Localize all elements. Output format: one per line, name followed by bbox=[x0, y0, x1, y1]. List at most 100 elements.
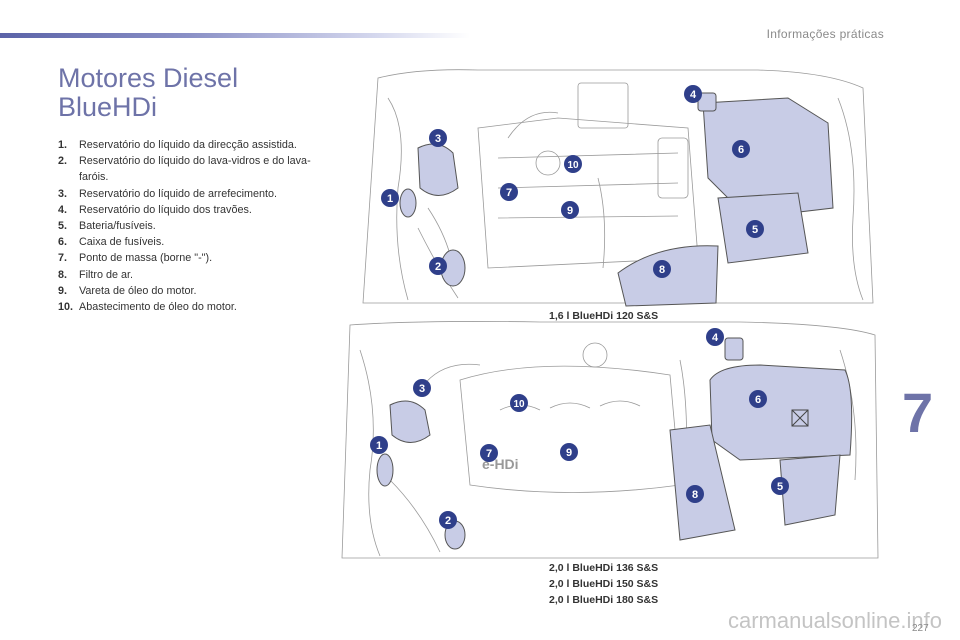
brake-reservoir-part bbox=[697, 92, 717, 112]
legend-number: 4. bbox=[58, 203, 68, 216]
badge-10: 10 bbox=[510, 394, 528, 412]
svg-text:2: 2 bbox=[435, 261, 441, 273]
svg-text:4: 4 bbox=[712, 332, 719, 344]
legend-number: 3. bbox=[58, 187, 68, 200]
legend-text: Reservatório do líquido do lava-vidros e… bbox=[79, 155, 311, 184]
legend-item: 9. Vareta de óleo do motor. bbox=[58, 283, 328, 299]
svg-text:8: 8 bbox=[692, 489, 698, 501]
legend-item: 3. Reservatório do líquido de arrefecimen… bbox=[58, 186, 328, 202]
highlighted-parts bbox=[376, 337, 853, 550]
svg-text:10: 10 bbox=[513, 399, 525, 410]
legend-text: Reservatório do líquido de arrefecimento… bbox=[79, 187, 278, 200]
badge-1: 1 bbox=[370, 436, 388, 454]
legend-text: Abastecimento de óleo do motor. bbox=[79, 301, 237, 314]
legend-number: 8. bbox=[58, 268, 68, 281]
badge-7: 7 bbox=[500, 183, 518, 201]
diagram1-caption: 1,6 l BlueHDi 120 S&S bbox=[549, 310, 659, 322]
fuse-box-symbol bbox=[791, 409, 809, 427]
legend-item: 8. Filtro de ar. bbox=[58, 267, 328, 283]
svg-text:6: 6 bbox=[738, 144, 744, 156]
air-filter-part bbox=[669, 424, 736, 541]
legend-item: 10. Abastecimento de óleo do motor. bbox=[58, 299, 328, 315]
svg-text:3: 3 bbox=[419, 383, 425, 395]
svg-text:4: 4 bbox=[690, 89, 697, 101]
legend-item: 7. Ponto de massa (borne "-"). bbox=[58, 250, 328, 266]
badge-9: 9 bbox=[560, 443, 578, 461]
svg-text:1: 1 bbox=[376, 440, 382, 452]
coolant-reservoir-part bbox=[389, 400, 431, 443]
svg-text:2: 2 bbox=[445, 515, 451, 527]
legend-number: 9. bbox=[58, 284, 68, 297]
svg-text:3: 3 bbox=[435, 133, 441, 145]
legend-text: Bateria/fusíveis. bbox=[79, 220, 156, 233]
badge-3: 3 bbox=[429, 129, 447, 147]
highlighted-parts bbox=[399, 92, 834, 307]
badge-9: 9 bbox=[561, 201, 579, 219]
diagram2-badges: 1 2 3 4 5 6 7 8 9 10 bbox=[370, 328, 789, 529]
legend-text: Reservatório do líquido dos travões. bbox=[79, 203, 252, 216]
svg-text:10: 10 bbox=[567, 160, 579, 171]
badge-5: 5 bbox=[771, 477, 789, 495]
legend-number: 1. bbox=[58, 139, 68, 151]
badge-6: 6 bbox=[732, 140, 750, 158]
legend-item: 5. Bateria/fusíveis. bbox=[58, 218, 328, 234]
legend-number: 6. bbox=[58, 236, 68, 249]
svg-text:7: 7 bbox=[506, 187, 512, 199]
badge-4: 4 bbox=[706, 328, 724, 346]
diagram1-badges: 1 2 3 4 5 6 7 8 9 10 bbox=[381, 85, 764, 278]
badge-1: 1 bbox=[381, 189, 399, 207]
legend-item: 4. Reservatório do líquido dos travões. bbox=[58, 202, 328, 218]
legend-number: 7. bbox=[58, 252, 68, 265]
svg-text:8: 8 bbox=[659, 264, 665, 276]
legend-item: 6. Caixa de fusíveis. bbox=[58, 234, 328, 250]
badge-6: 6 bbox=[749, 390, 767, 408]
power-steering-reservoir-part bbox=[399, 188, 417, 218]
badge-2: 2 bbox=[439, 511, 457, 529]
legend-text: Caixa de fusíveis. bbox=[79, 236, 165, 249]
engine-bay-diagram-1-6: 1 2 3 4 5 6 7 8 9 10 bbox=[362, 69, 874, 307]
diagram2-captions: 2,0 l BlueHDi 136 S&S 2,0 l BlueHDi 150 … bbox=[549, 560, 658, 608]
badge-4: 4 bbox=[684, 85, 702, 103]
legend-text: Filtro de ar. bbox=[79, 268, 134, 281]
badge-8: 8 bbox=[653, 260, 671, 278]
legend-number: 10. bbox=[58, 301, 74, 314]
legend-text: Ponto de massa (borne "-"). bbox=[79, 252, 213, 265]
section-title: Informações práticas bbox=[766, 27, 884, 41]
svg-text:9: 9 bbox=[566, 447, 572, 459]
badge-3: 3 bbox=[413, 379, 431, 397]
svg-text:9: 9 bbox=[567, 205, 573, 217]
badge-7: 7 bbox=[480, 444, 498, 462]
badge-10: 10 bbox=[564, 155, 582, 173]
badge-2: 2 bbox=[429, 257, 447, 275]
battery-part bbox=[779, 454, 841, 526]
page-title-line1: Motores Diesel bbox=[58, 63, 239, 93]
badge-8: 8 bbox=[686, 485, 704, 503]
fuse-box-part bbox=[702, 97, 834, 219]
diagram2-caption-136: 2,0 l BlueHDi 136 S&S bbox=[549, 562, 659, 574]
legend-text: Vareta de óleo do motor. bbox=[79, 284, 197, 297]
diagram2-caption-150: 2,0 l BlueHDi 150 S&S bbox=[549, 578, 659, 590]
legend-item: 1. Reservatório do líquido da direcção as… bbox=[58, 137, 328, 153]
badge-5: 5 bbox=[746, 220, 764, 238]
header-accent-bar bbox=[0, 33, 470, 38]
chapter-number: 7 bbox=[902, 381, 934, 444]
diagram2-caption-180: 2,0 l BlueHDi 180 S&S bbox=[549, 594, 659, 606]
air-filter-part bbox=[617, 245, 719, 307]
legend-number: 5. bbox=[58, 220, 68, 233]
svg-text:5: 5 bbox=[777, 481, 783, 493]
fuse-box-part bbox=[709, 364, 853, 461]
legend-number: 2. bbox=[58, 155, 68, 168]
component-legend: 1. Reservatório do líquido da direcção as… bbox=[58, 137, 328, 315]
svg-text:6: 6 bbox=[755, 394, 761, 406]
legend-item: 2. Reservatório do líquido do lava-vidros… bbox=[58, 153, 328, 185]
coolant-reservoir-part bbox=[417, 143, 459, 196]
page-title-line2: BlueHDi bbox=[58, 92, 158, 122]
page-title: Motores Diesel BlueHDi bbox=[58, 64, 238, 122]
legend-text: Reservatório do líquido da direcção assi… bbox=[79, 139, 297, 151]
svg-text:5: 5 bbox=[752, 224, 758, 236]
watermark: carmanualsonline.info bbox=[727, 608, 942, 633]
brake-reservoir-part bbox=[724, 337, 744, 361]
svg-text:7: 7 bbox=[486, 448, 492, 460]
engine-bay-diagram-2-0: e-HDi 1 2 3 4 5 6 7 8 9 10 bbox=[341, 321, 879, 559]
power-steering-reservoir-part bbox=[376, 453, 394, 487]
